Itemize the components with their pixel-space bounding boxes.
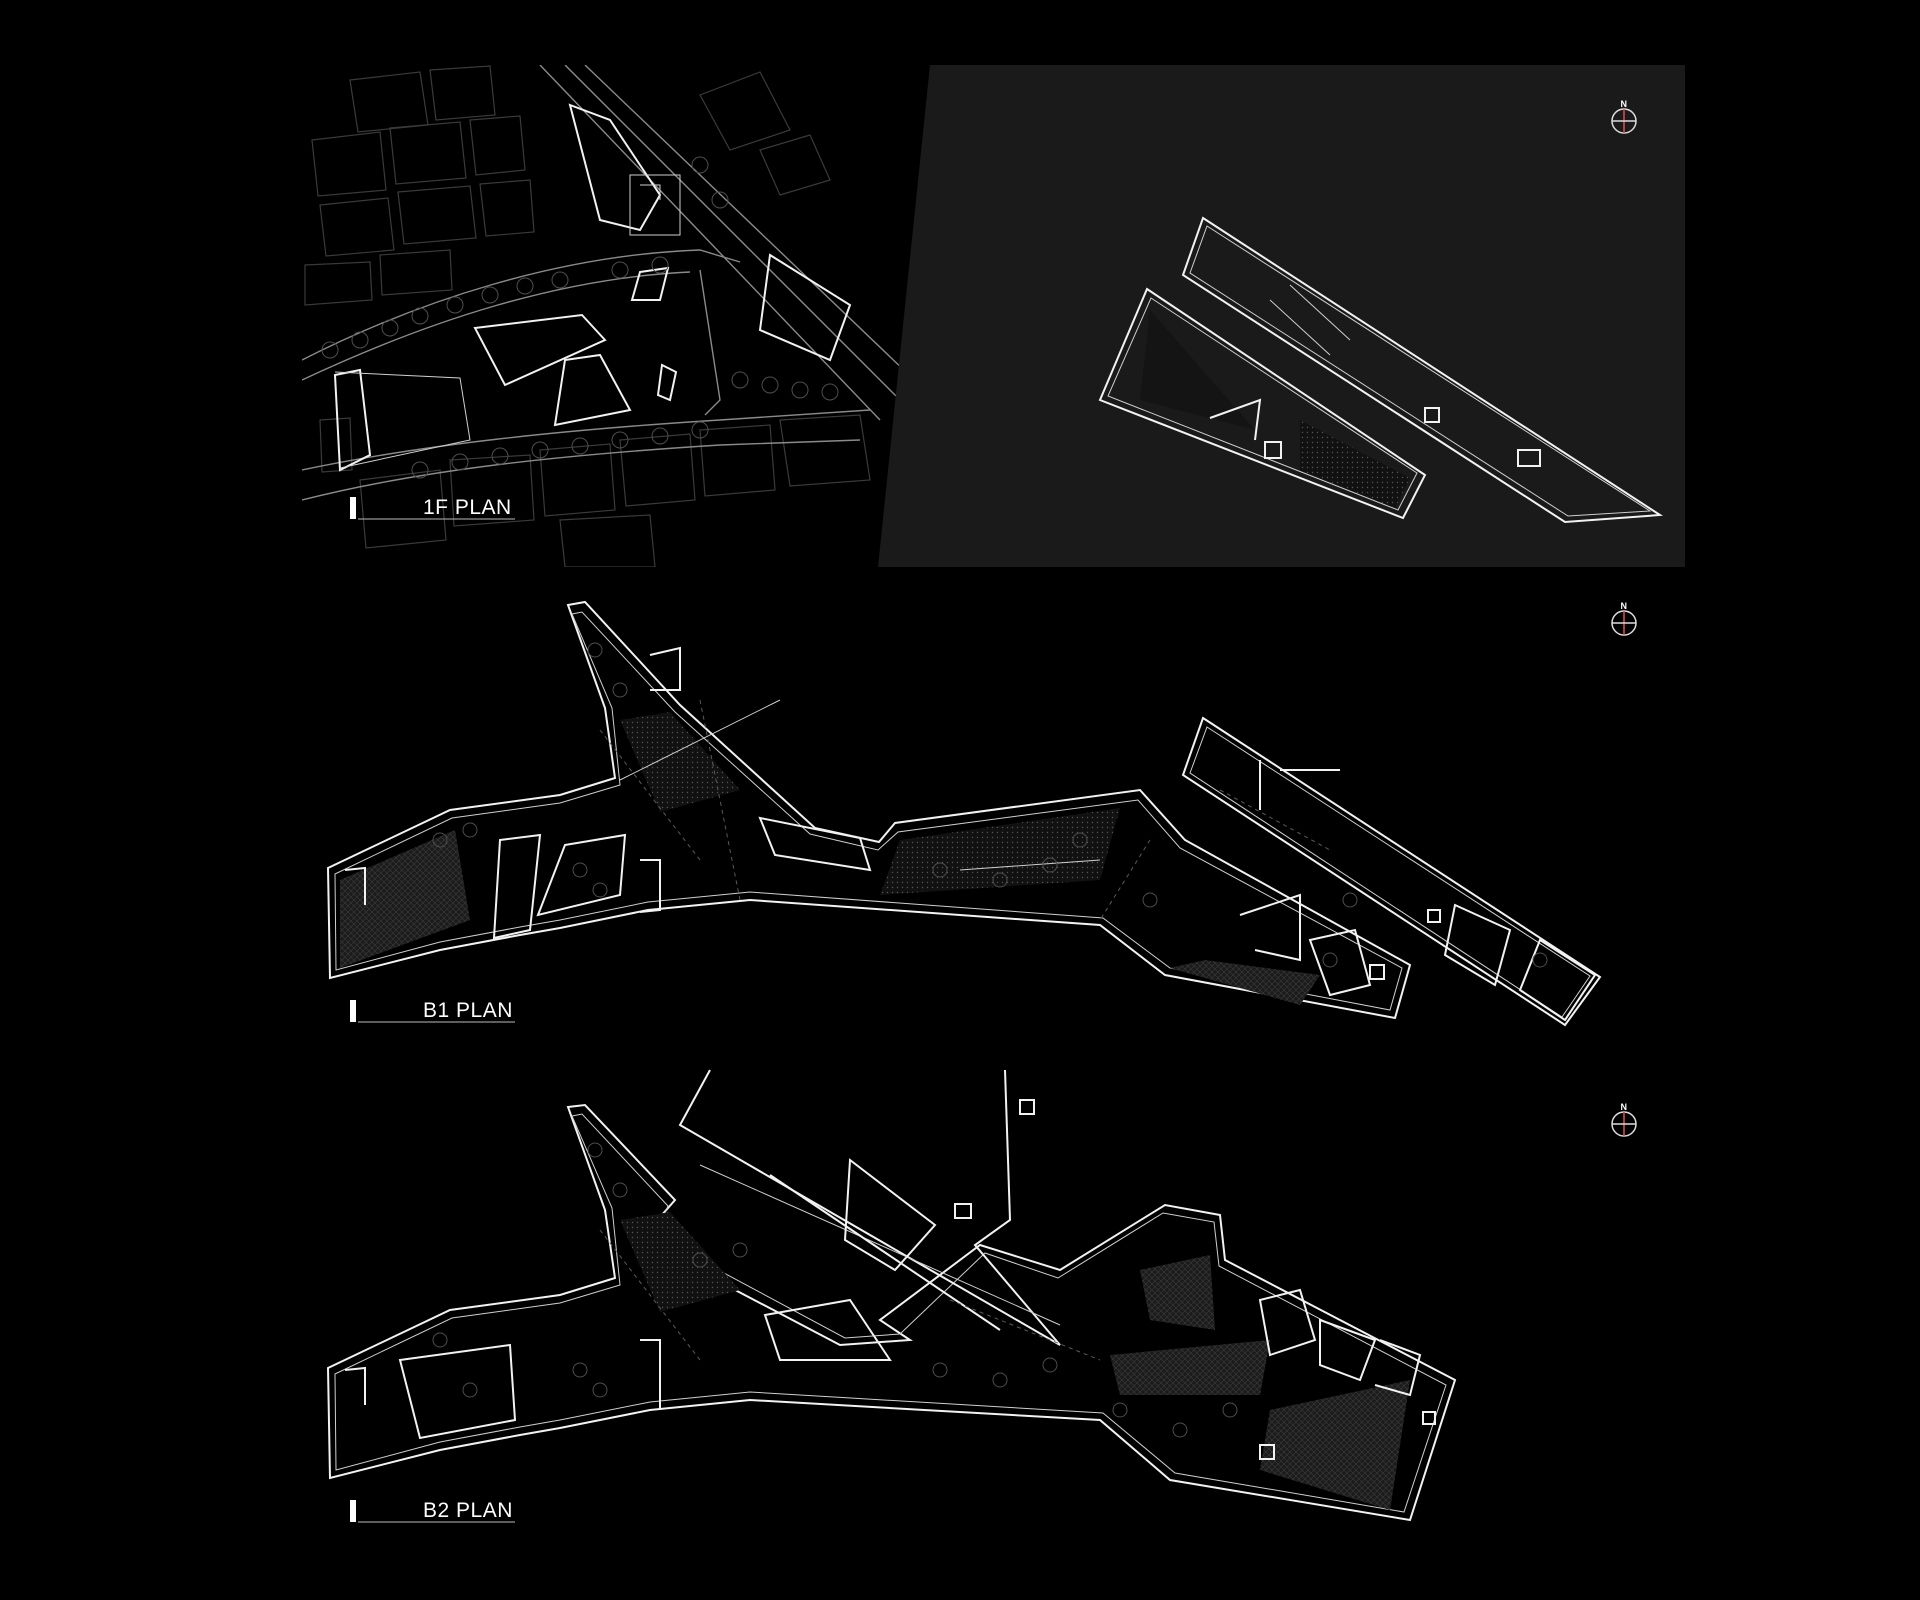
plan-b2-title: B2 PLAN bbox=[423, 1499, 513, 1522]
plan-b1: B1 PLAN N bbox=[326, 600, 1637, 1027]
plan-1f-title: 1F PLAN bbox=[423, 496, 512, 519]
plan-b2-trees bbox=[432, 1142, 1238, 1438]
plan-1f: 1F PLAN N bbox=[302, 65, 1685, 567]
plan-b1-scale-bar bbox=[350, 1000, 356, 1022]
plan-b1-label: B1 PLAN bbox=[350, 999, 515, 1023]
north-arrow-icon: N bbox=[1611, 99, 1637, 134]
plan-b1-title: B1 PLAN bbox=[423, 999, 513, 1022]
plan-1f-panel bbox=[878, 65, 1685, 567]
plan-1f-trees bbox=[321, 156, 839, 479]
site-context bbox=[302, 65, 930, 567]
plan-b2: B2 PLAN N bbox=[326, 1069, 1637, 1523]
north-arrow-icon: N bbox=[1611, 601, 1637, 636]
plan-b2-outline bbox=[326, 1103, 1457, 1522]
plan-b2-label: B2 PLAN bbox=[350, 1499, 515, 1523]
plan-b1-outline bbox=[326, 600, 1412, 1020]
plan-1f-scale-bar bbox=[350, 497, 356, 519]
plan-1f-label: 1F PLAN bbox=[350, 496, 515, 520]
north-arrow-icon: N bbox=[1611, 1102, 1637, 1137]
north-letter: N bbox=[1621, 601, 1628, 611]
plan-1f-building bbox=[333, 103, 852, 472]
plan-b2-scale-bar bbox=[350, 1500, 356, 1522]
plan-b1-east-block bbox=[1181, 716, 1602, 1027]
north-letter: N bbox=[1621, 1102, 1628, 1112]
north-letter: N bbox=[1621, 99, 1628, 109]
plan-b1-trees bbox=[432, 642, 1548, 968]
plan-1f-detail bbox=[1098, 216, 1664, 524]
